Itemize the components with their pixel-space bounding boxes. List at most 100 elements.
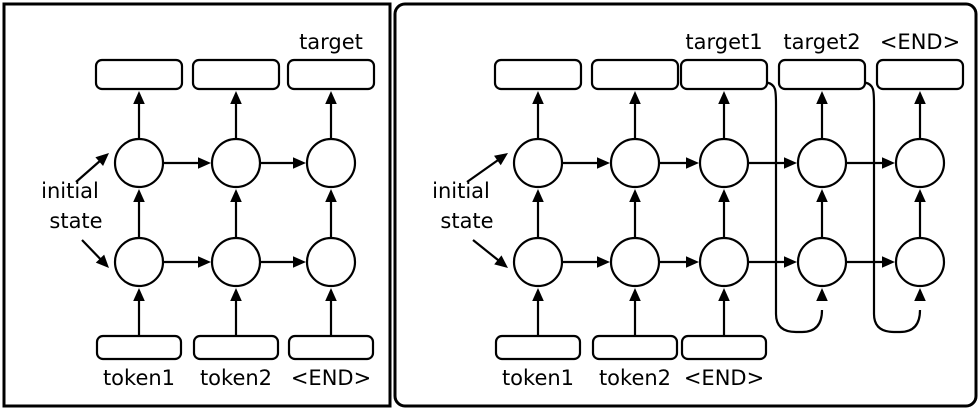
left-panel-column-2: target <END>	[286, 30, 376, 390]
recurrent-top-right-panel-3-head	[882, 157, 895, 169]
encoder-decoder-autoregressive-panel: token1 token2 target1 <END> target2 <END> init…	[393, 2, 978, 408]
feedback-path-right-panel-2	[766, 81, 824, 334]
feedback-path-right-panel-3	[864, 81, 922, 334]
right-panel-column-3: target2	[777, 30, 926, 334]
top-state-node-right-panel-4[interactable]	[894, 137, 946, 189]
top-state-node-left-panel-1[interactable]	[210, 137, 262, 189]
right-panel-initial-state-arrow-top-head	[494, 153, 508, 166]
input-to-bottom-left-panel-0-head	[133, 288, 145, 301]
top-to-output-right-panel-4-head	[914, 91, 926, 104]
right-panel-column-2: target1 <END>	[679, 30, 828, 390]
left-panel-initial-state-arrow-bottom-head	[95, 254, 109, 268]
output-box-right-panel-4[interactable]	[875, 58, 965, 91]
bottom-state-node-right-panel-3[interactable]	[796, 236, 848, 288]
top-state-node-right-panel-2[interactable]	[698, 137, 750, 189]
left-panel-initial-state-label-line2: state	[49, 209, 102, 233]
top-state-node-left-panel-2[interactable]	[305, 137, 357, 189]
left-panel-initial-state-arrow-top-shaft	[75, 159, 102, 183]
left-panel-initial-state-arrow-bottom-shaft	[81, 239, 103, 261]
right-panel-frame	[393, 2, 978, 408]
bottom-to-top-right-panel-2-head	[718, 189, 730, 202]
top-state-node-left-panel-0[interactable]	[113, 137, 165, 189]
input-label-left-panel-1: token2	[200, 366, 272, 390]
output-box-left-panel-0[interactable]	[94, 58, 184, 91]
left-panel-initial-state-arrow-top-head	[95, 153, 109, 166]
input-box-left-panel-1[interactable]	[192, 334, 280, 361]
bottom-to-top-right-panel-4-head	[914, 189, 926, 202]
output-box-left-panel-1[interactable]	[191, 58, 281, 91]
output-label-right-panel-2: target1	[685, 30, 762, 54]
top-to-output-right-panel-0-head	[532, 91, 544, 104]
top-state-node-right-panel-0[interactable]	[512, 137, 564, 189]
input-label-right-panel-2: <END>	[684, 366, 764, 390]
output-box-right-panel-2[interactable]	[679, 58, 769, 91]
bottom-to-top-left-panel-1-head	[230, 189, 242, 202]
recurrent-bottom-right-panel-3-head	[882, 256, 895, 268]
output-box-right-panel-0[interactable]	[493, 58, 583, 91]
top-state-node-right-panel-3[interactable]	[796, 137, 848, 189]
output-box-left-panel-2[interactable]	[286, 58, 376, 91]
recurrent-bottom-right-panel-0-head	[597, 256, 610, 268]
top-to-output-left-panel-2-head	[325, 91, 337, 104]
input-to-bottom-left-panel-2-head	[325, 288, 337, 301]
output-label-left-panel-2: target	[299, 30, 363, 54]
bottom-state-node-left-panel-2[interactable]	[305, 236, 357, 288]
input-to-bottom-right-panel-0-head	[532, 288, 544, 301]
output-label-right-panel-3: target2	[783, 30, 860, 54]
left-panel-column-1: token2	[191, 58, 306, 390]
top-state-node-right-panel-1[interactable]	[609, 137, 661, 189]
right-panel-column-1: token2	[590, 58, 699, 390]
bottom-state-node-right-panel-4[interactable]	[894, 236, 946, 288]
recurrent-top-left-panel-1-head	[293, 157, 306, 169]
right-panel-initial-state-arrow-bottom-shaft	[472, 239, 501, 262]
recurrent-top-left-panel-0-head	[198, 157, 211, 169]
input-label-right-panel-1: token2	[599, 366, 671, 390]
output-box-right-panel-3[interactable]	[777, 58, 867, 91]
top-to-output-left-panel-1-head	[230, 91, 242, 104]
input-label-left-panel-2: <END>	[291, 366, 371, 390]
right-panel-column-0: token1	[493, 58, 610, 390]
input-box-right-panel-2[interactable]	[680, 334, 768, 361]
right-panel-initial-state-label-line2: state	[440, 209, 493, 233]
input-box-left-panel-0[interactable]	[95, 334, 183, 361]
recurrent-top-right-panel-0-head	[597, 157, 610, 169]
input-to-bottom-right-panel-1-head	[629, 288, 641, 301]
right-panel-initial-state-arrow-bottom-head	[494, 255, 508, 268]
bottom-to-top-left-panel-0-head	[133, 189, 145, 202]
recurrent-bottom-right-panel-2-head	[784, 256, 797, 268]
top-to-output-right-panel-2-head	[718, 91, 730, 104]
right-panel-column-4: <END>	[875, 30, 965, 288]
left-panel-initial-state-label-line1: initial	[41, 179, 99, 203]
bottom-state-node-left-panel-1[interactable]	[210, 236, 262, 288]
recurrent-bottom-left-panel-0-head	[198, 256, 211, 268]
bottom-to-top-right-panel-3-head	[816, 189, 828, 202]
bottom-state-node-right-panel-2[interactable]	[698, 236, 750, 288]
input-box-left-panel-2[interactable]	[287, 334, 375, 361]
left-panel-initial-state-group: initial state	[41, 153, 109, 268]
recurrent-top-right-panel-2-head	[784, 157, 797, 169]
recurrent-bottom-right-panel-1-head	[686, 256, 699, 268]
top-to-output-left-panel-0-head	[133, 91, 145, 104]
right-panel-initial-state-arrow-top-shaft	[466, 158, 500, 183]
bottom-state-node-right-panel-1[interactable]	[609, 236, 661, 288]
bottom-to-top-right-panel-1-head	[629, 189, 641, 202]
bottom-state-node-left-panel-0[interactable]	[113, 236, 165, 288]
input-box-right-panel-0[interactable]	[494, 334, 582, 361]
output-box-right-panel-1[interactable]	[590, 58, 680, 91]
bottom-to-top-right-panel-0-head	[532, 189, 544, 202]
right-panel-initial-state-label-line1: initial	[432, 179, 490, 203]
feedback-loop-right-panel-3	[864, 81, 926, 334]
bottom-to-top-left-panel-2-head	[325, 189, 337, 202]
bottom-state-node-right-panel-0[interactable]	[512, 236, 564, 288]
input-to-bottom-right-panel-2-head	[718, 288, 730, 301]
input-to-bottom-left-panel-1-head	[230, 288, 242, 301]
feedback-arrowhead-right-panel-2	[816, 288, 828, 301]
input-label-right-panel-0: token1	[502, 366, 574, 390]
recurrent-bottom-left-panel-1-head	[293, 256, 306, 268]
input-box-right-panel-1[interactable]	[591, 334, 679, 361]
output-label-right-panel-4: <END>	[880, 30, 960, 54]
feedback-arrowhead-right-panel-3	[914, 288, 926, 301]
